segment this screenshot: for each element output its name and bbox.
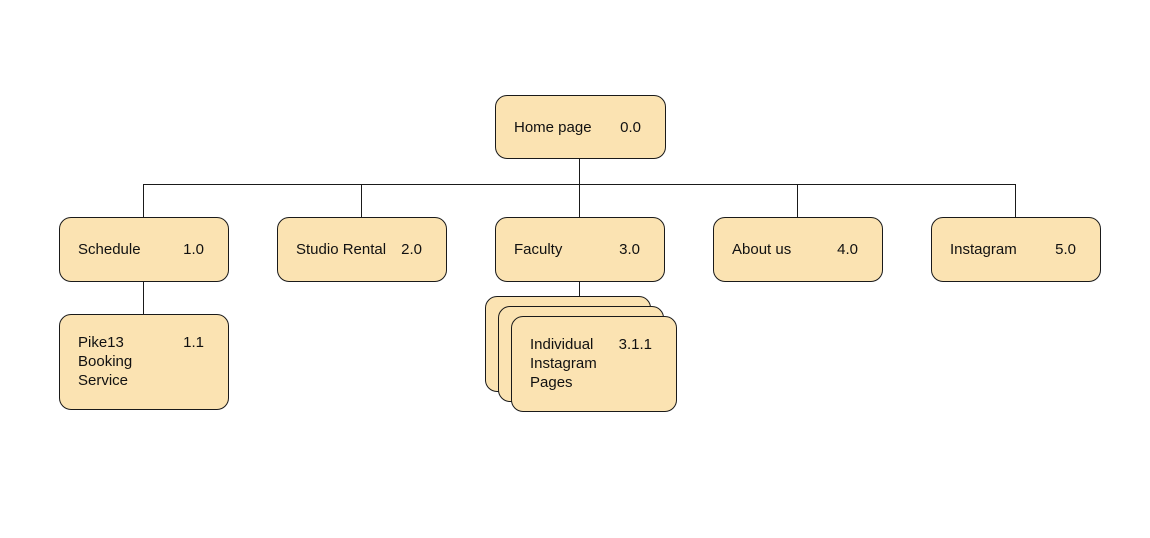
connector-faculty-to-stack [579,282,580,296]
node-about-us[interactable]: About us 4.0 [713,217,883,282]
node-number: 5.0 [1055,241,1076,258]
node-label: Faculty [514,241,563,258]
node-label: Instagram [950,241,1017,258]
node-number: 0.0 [620,118,641,136]
connector-stub-about-us [797,184,798,217]
connector-stub-studio-rental [361,184,362,217]
node-label: Individual Instagram Pages [530,336,597,391]
connector-schedule-to-pike13 [143,282,144,314]
node-instagram[interactable]: Instagram 5.0 [931,217,1101,282]
node-individual-instagram-pages[interactable]: Individual Instagram Pages 3.1.1 [511,316,677,412]
connector-home-to-children [579,159,580,217]
node-label: About us [732,241,792,258]
node-schedule[interactable]: Schedule 1.0 [59,217,229,282]
node-pike13-booking-service[interactable]: Pike13 Booking Service 1.1 [59,314,229,410]
node-number: 3.0 [619,241,640,258]
node-faculty[interactable]: Faculty 3.0 [495,217,665,282]
connector-children-rail [143,184,1016,185]
node-label: Studio Rental [296,241,387,258]
connector-stub-instagram [1015,184,1016,217]
node-number: 3.1.1 [618,336,652,353]
node-studio-rental[interactable]: Studio Rental 2.0 [277,217,447,282]
node-number: 1.1 [183,334,204,351]
node-home-page[interactable]: Home page 0.0 [495,95,666,159]
node-label: Schedule [78,241,141,258]
node-label: Pike13 Booking Service [78,334,133,389]
node-label: Home page [514,118,592,136]
node-number: 4.0 [837,241,858,258]
node-number: 2.0 [401,241,422,258]
connector-stub-schedule [143,184,144,217]
node-number: 1.0 [183,241,204,258]
